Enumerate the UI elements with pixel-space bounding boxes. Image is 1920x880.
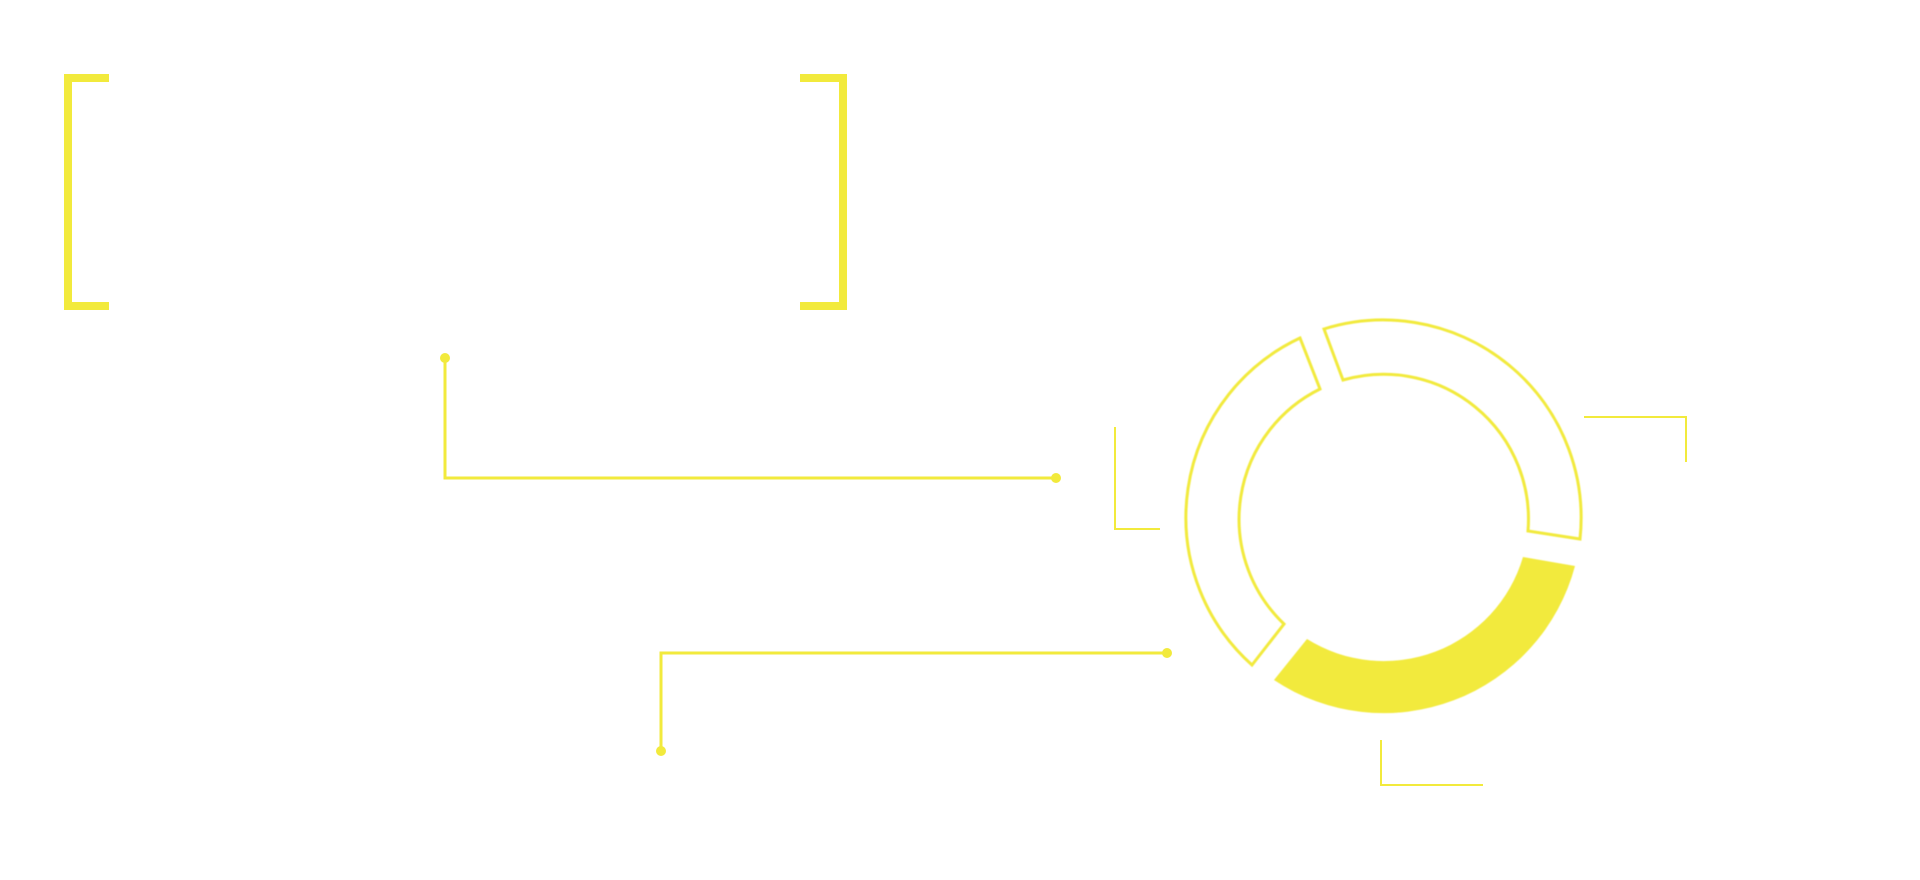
left-corner	[1114, 427, 1160, 530]
upper-connector	[440, 353, 1061, 483]
left-bracket	[64, 74, 109, 310]
segment-bottom	[1274, 557, 1575, 714]
upper-connector-start-dot	[440, 353, 450, 363]
bottom-corner	[1380, 740, 1483, 786]
ring-gauge	[1184, 318, 1583, 714]
corner-marks	[1114, 416, 1687, 786]
lower-connector	[656, 648, 1172, 756]
lower-connector-start-dot	[656, 746, 666, 756]
upper-connector-end-dot	[1051, 473, 1061, 483]
bracket-frame	[64, 74, 847, 310]
lower-connector-end-dot	[1162, 648, 1172, 658]
right-bracket	[800, 74, 847, 310]
segment-top-right	[1322, 318, 1583, 541]
top-right-corner	[1584, 416, 1687, 462]
segment-left	[1184, 335, 1322, 668]
